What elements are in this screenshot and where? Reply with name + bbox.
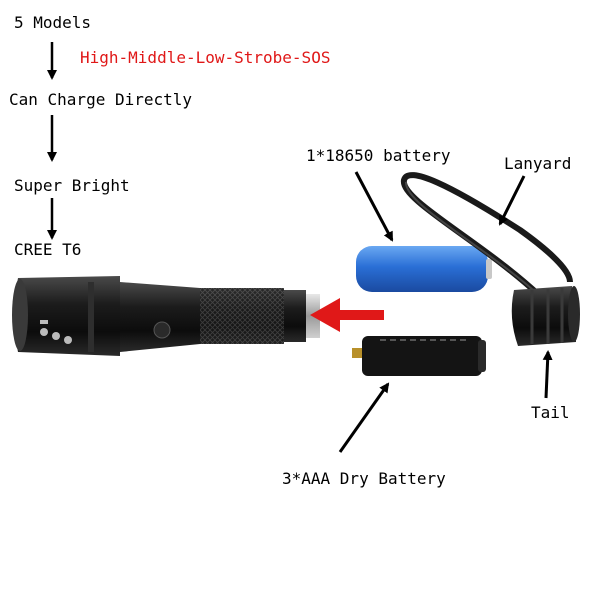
arrow-to-battery (354, 171, 394, 242)
label-lanyard: Lanyard (504, 154, 572, 173)
label-charge: Can Charge Directly (9, 90, 193, 109)
label-modes: High-Middle-Low-Strobe-SOS (80, 48, 331, 67)
label-tail: Tail (531, 403, 570, 422)
label-18650: 1*18650 battery (306, 146, 451, 165)
arrow-to-lanyard (498, 175, 526, 226)
flashlight-image (12, 276, 320, 356)
label-aaa: 3*AAA Dry Battery (282, 469, 446, 488)
insert-arrow (310, 298, 384, 332)
label-models: 5 Models (14, 13, 92, 32)
label-led: CREE T6 (14, 240, 82, 259)
battery-18650-image (356, 246, 492, 292)
lanyard-image (401, 172, 573, 299)
arrow-to-tail (542, 350, 553, 399)
tail-cap-image (511, 286, 580, 346)
arrow-to-holder (338, 382, 390, 453)
label-bright: Super Bright (14, 176, 130, 195)
aaa-holder-image (352, 336, 486, 376)
